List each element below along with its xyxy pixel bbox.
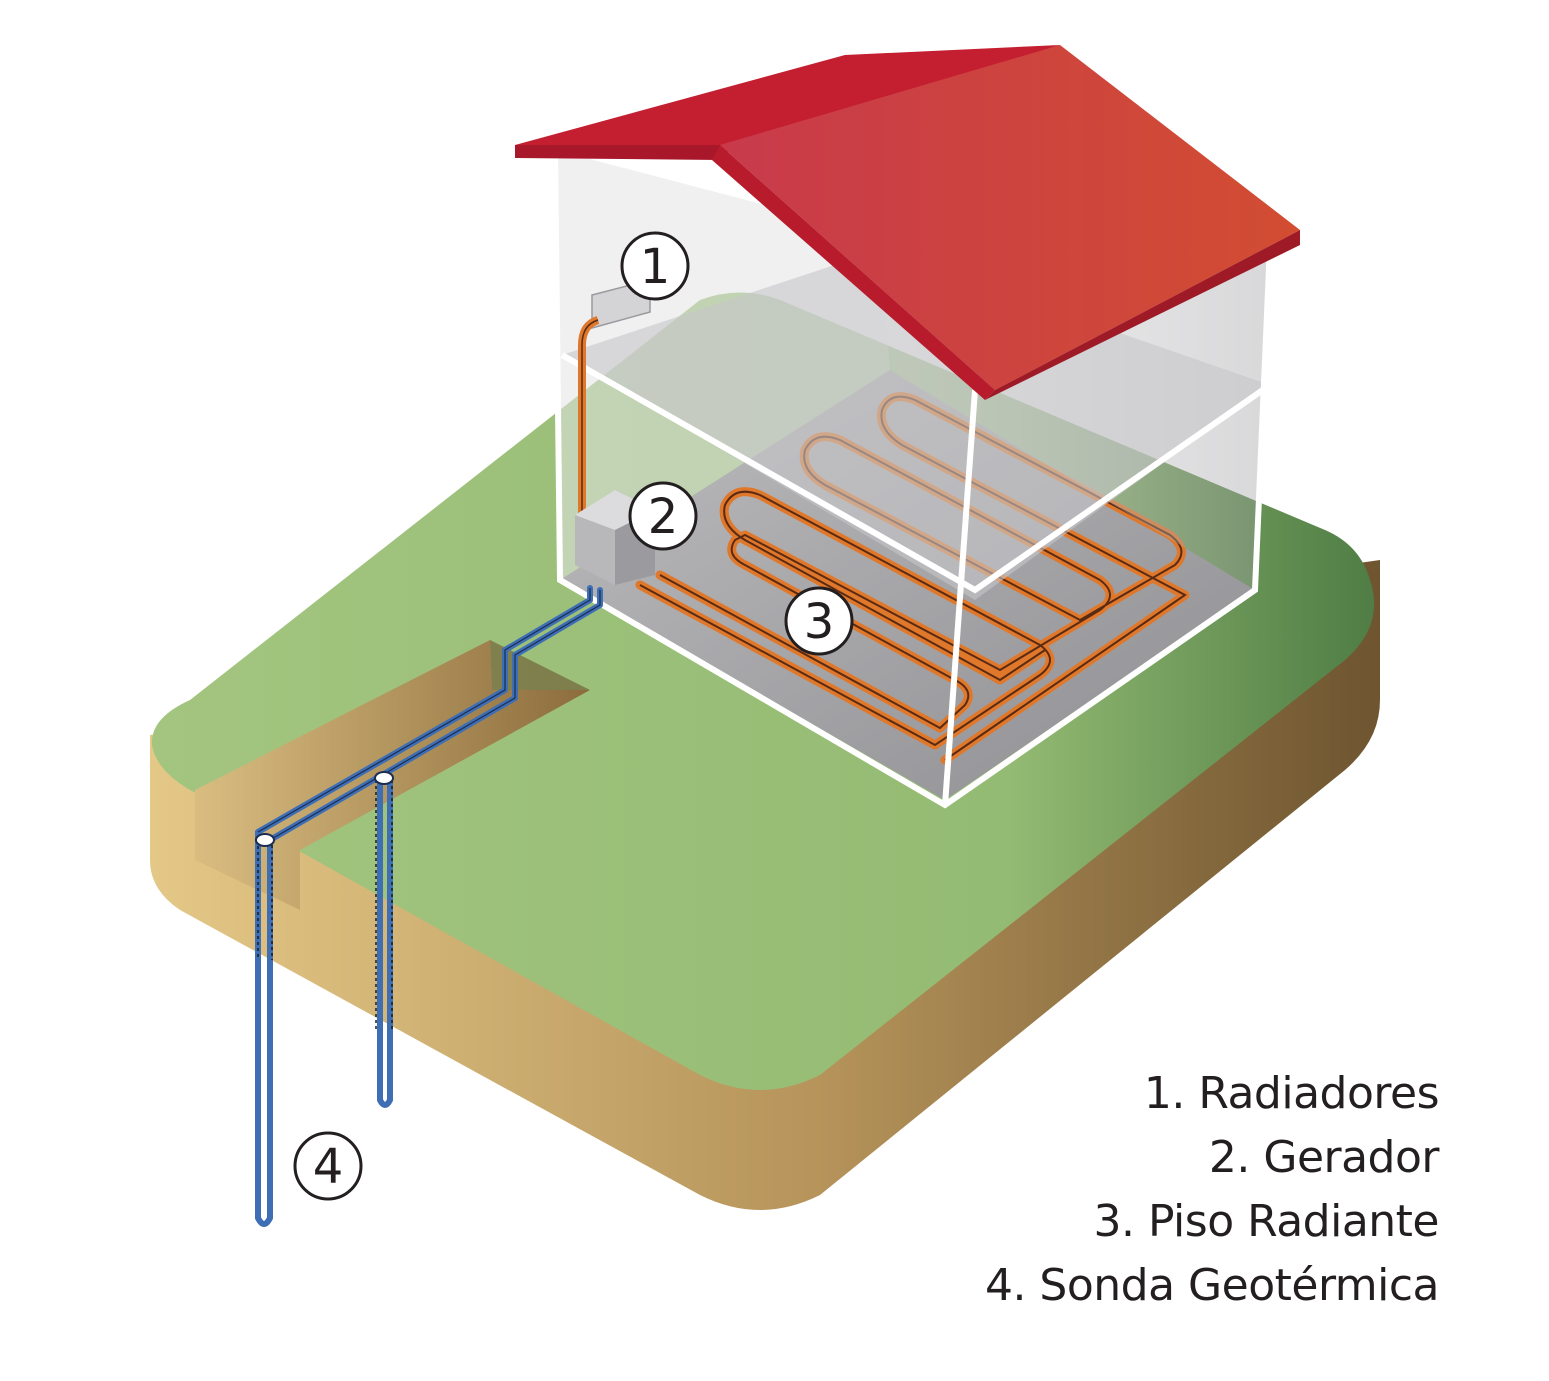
- callout-4-label: 4: [313, 1139, 344, 1195]
- buried-pipe-guides: [257, 780, 393, 1030]
- callout-3-label: 3: [804, 594, 835, 650]
- legend-item-piso-radiante: 3. Piso Radiante: [1093, 1196, 1440, 1247]
- roof-ridge-shade: [712, 145, 995, 400]
- roof-right-edge: [985, 230, 1300, 400]
- legend-item-radiadores: 1. Radiadores: [1143, 1068, 1440, 1119]
- callout-2-label: 2: [648, 489, 679, 545]
- house-floor: [560, 370, 1255, 800]
- legend-item-sonda-geotermica: 4. Sonda Geotérmica: [984, 1260, 1440, 1311]
- callout-2: 2: [628, 481, 698, 551]
- ground-loop-pipes-outline: [257, 588, 601, 841]
- probe-head-2: [374, 771, 394, 785]
- callout-3: 3: [784, 586, 854, 656]
- legend: 1. Radiadores 2. Gerador 3. Piso Radiant…: [984, 1062, 1440, 1318]
- callout-4: 4: [293, 1131, 363, 1201]
- callout-1: 1: [620, 231, 690, 301]
- probe-head-1: [255, 833, 275, 847]
- callout-1-label: 1: [640, 239, 671, 295]
- house-frame: [552, 149, 1273, 809]
- legend-item-gerador: 2. Gerador: [1208, 1132, 1440, 1183]
- roof-front-edge: [515, 145, 720, 160]
- roof-right: [720, 45, 1300, 390]
- roof-left: [515, 45, 1060, 155]
